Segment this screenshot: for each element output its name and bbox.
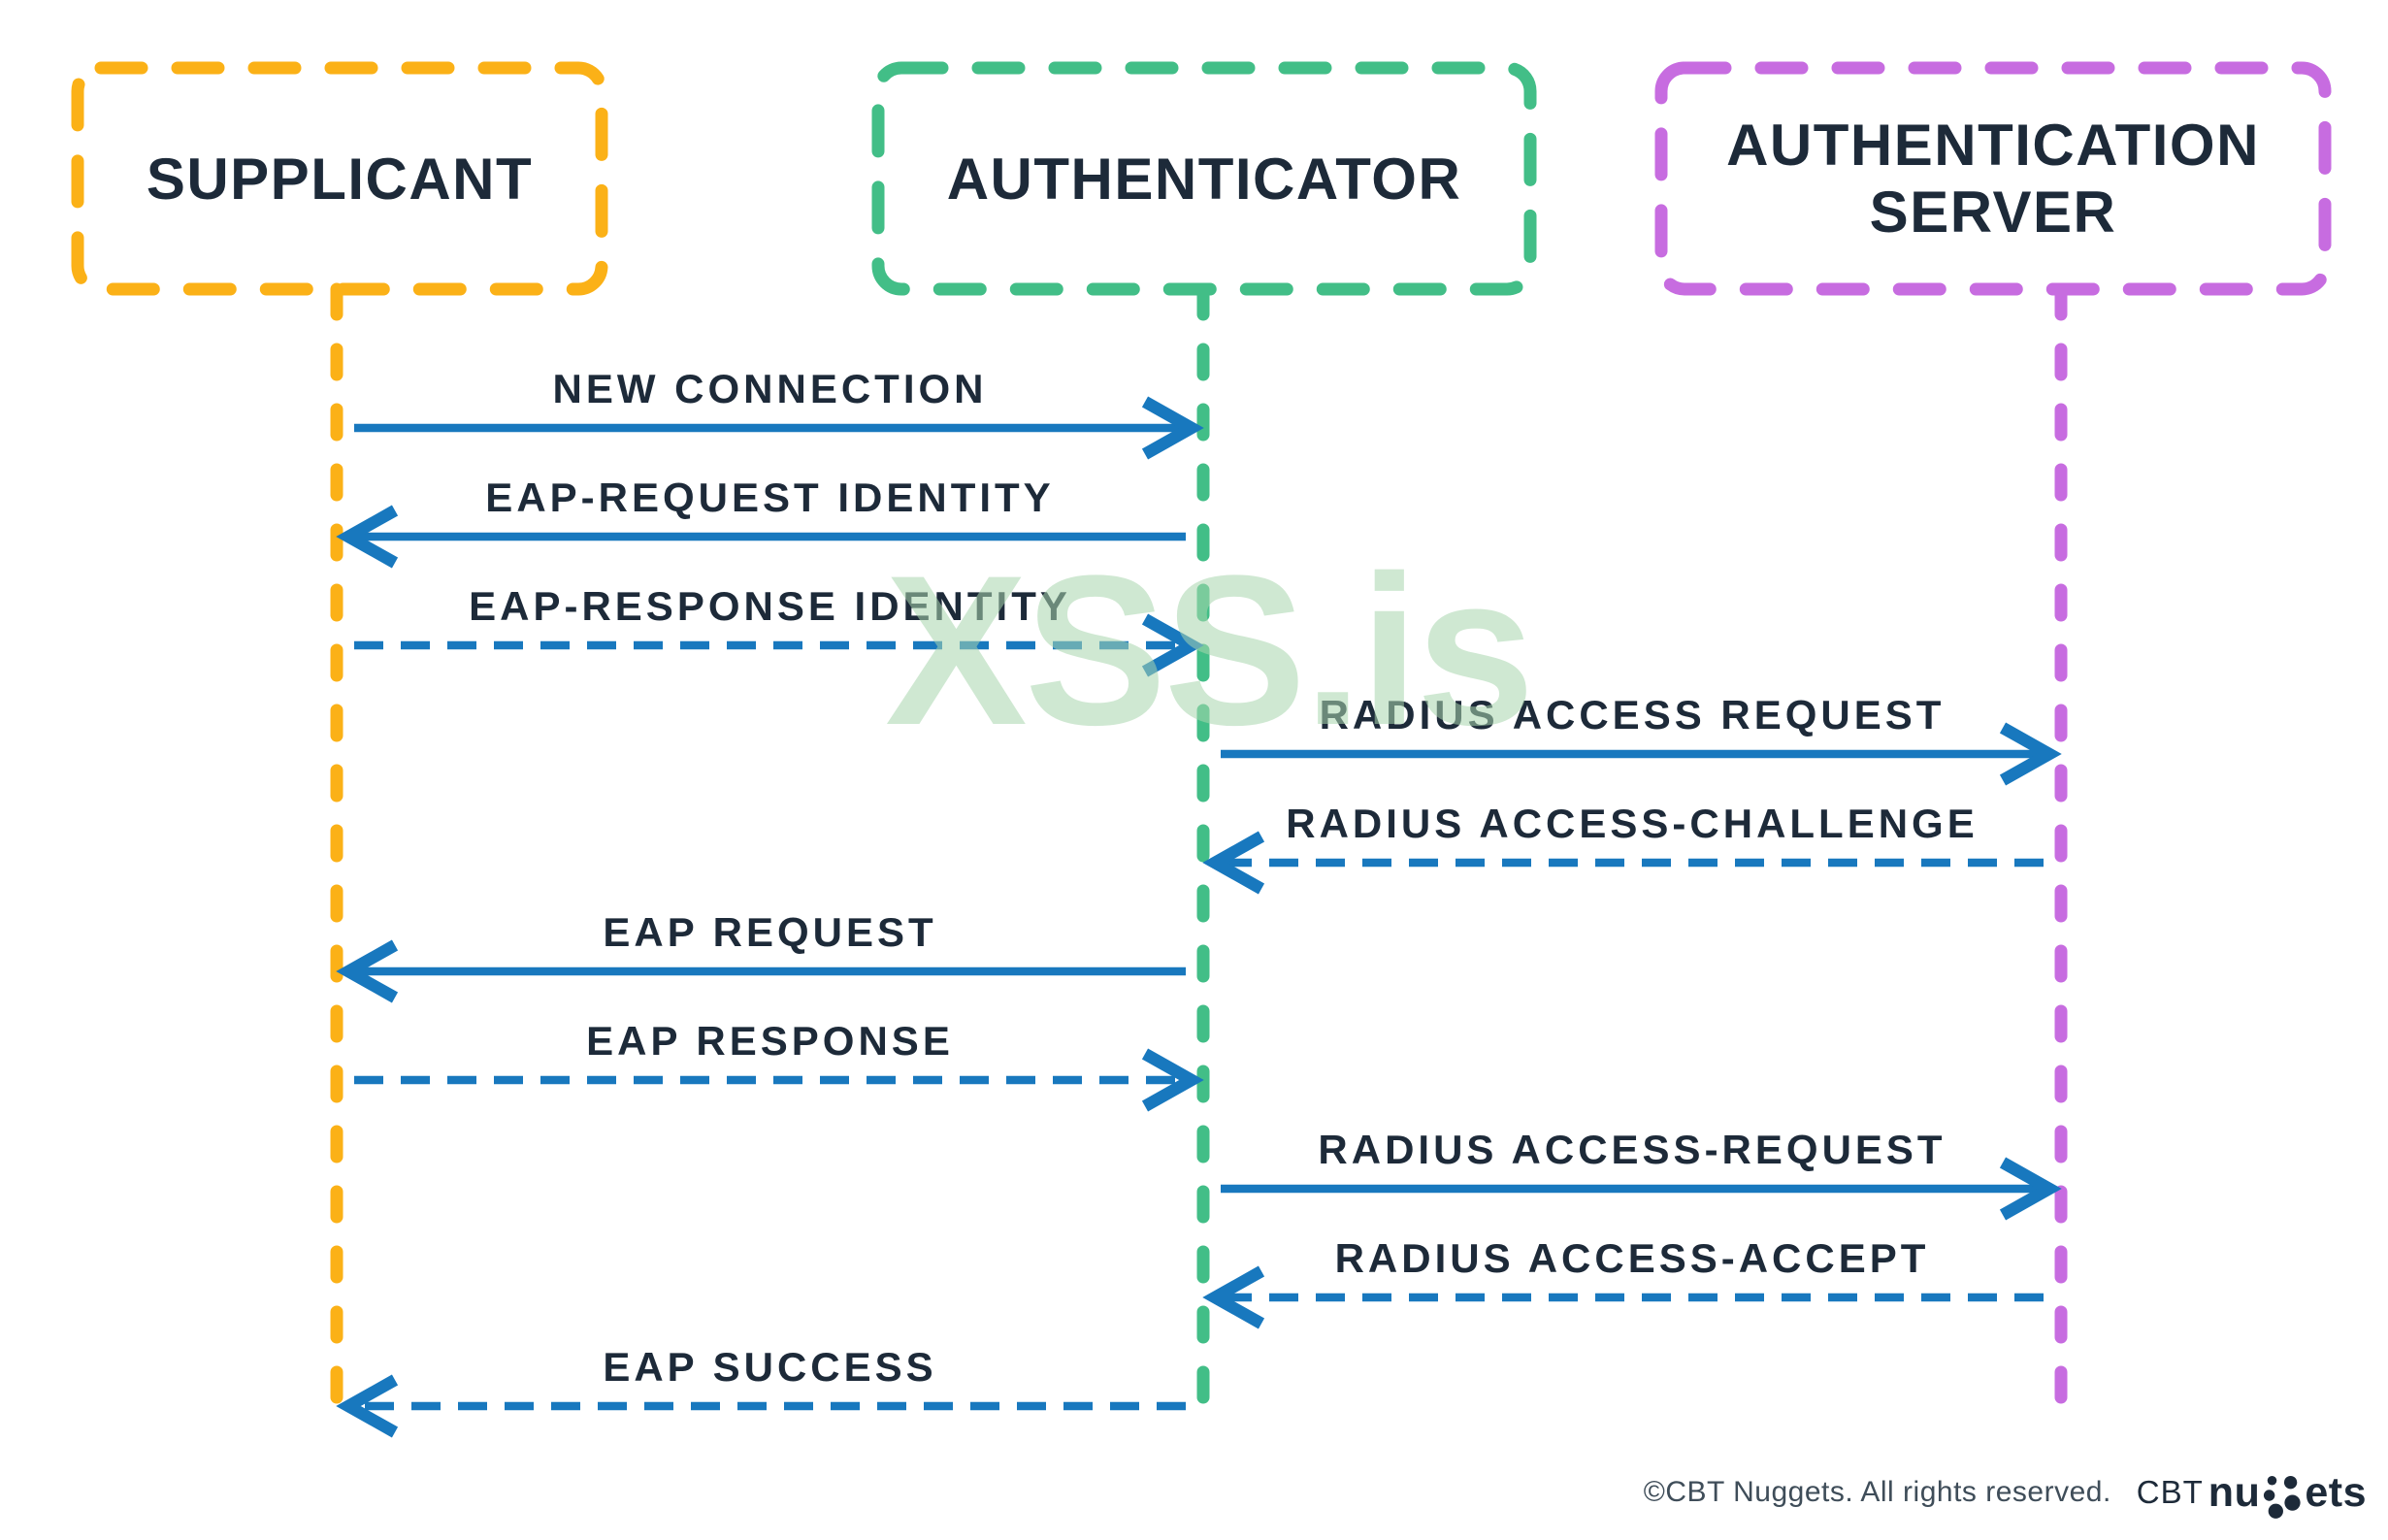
message-label: RADIUS ACCESS-ACCEPT [1334, 1235, 1930, 1281]
message-label: RADIUS ACCESS-CHALLENGE [1286, 801, 1979, 846]
logo-cbt-text: CBT [2136, 1474, 2204, 1510]
message-arrowhead [1202, 1265, 1265, 1329]
message-arrowhead [1141, 396, 1204, 460]
message-label: EAP RESPONSE [586, 1018, 954, 1064]
actor-title-authenticator: AUTHENTICATOR [946, 146, 1462, 212]
copyright-text: ©CBT Nuggets. All rights reserved. [1643, 1476, 2111, 1508]
message-arrowhead [336, 505, 399, 569]
actor-title-supplicant: SUPPLICANT [146, 146, 534, 212]
message-label: EAP-REQUEST IDENTITY [485, 475, 1055, 520]
message-arrowhead [1999, 722, 2062, 786]
message-label: EAP REQUEST [603, 909, 937, 955]
actor-box-auth_server [1654, 61, 2332, 296]
message-arrowhead [1141, 613, 1204, 677]
cbt-nuggets-logo: CBT nu ets [2137, 1465, 2367, 1520]
actor-title-authentication-server: AUTHENTICATION SERVER [1726, 113, 2260, 245]
message-label: NEW CONNECTION [552, 366, 988, 411]
message-arrowhead [1141, 1048, 1204, 1112]
message-label: RADIUS ACCESS-REQUEST [1318, 1127, 1946, 1172]
message-arrowhead [336, 1374, 399, 1438]
nuggets-dots-icon [2264, 1475, 2301, 1519]
message-label: EAP SUCCESS [603, 1344, 937, 1390]
logo-ets-text: ets [2305, 1468, 2367, 1516]
message-arrowhead [336, 939, 399, 1003]
logo-nu-text: nu [2208, 1468, 2261, 1516]
footer: ©CBT Nuggets. All rights reserved. CBT n… [1644, 1456, 2367, 1529]
message-label: EAP-RESPONSE IDENTITY [469, 583, 1071, 629]
message-arrowhead [1999, 1157, 2062, 1221]
message-label: RADIUS ACCESS REQUEST [1319, 692, 1946, 737]
message-arrowhead [1202, 831, 1265, 895]
